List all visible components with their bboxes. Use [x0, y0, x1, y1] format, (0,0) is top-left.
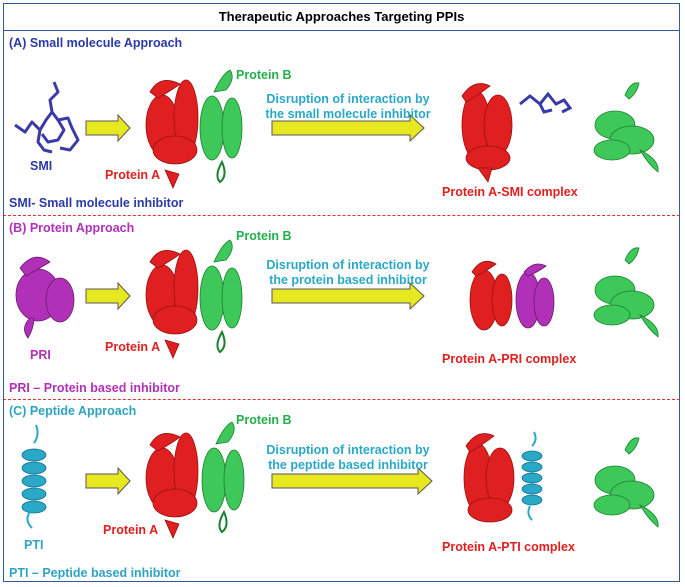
protein-b-structure-b [593, 247, 659, 338]
arrow-1 [85, 113, 131, 143]
panel-b-protein-a-label: Protein A [105, 340, 161, 354]
protein-a-pri-structure [469, 260, 555, 331]
panel-divider-ab [3, 215, 680, 216]
protein-a-b-complex [145, 69, 243, 189]
panel-a-complex-label: Protein A-SMI complex [442, 185, 578, 199]
panel-b-footer: PRI – Protein based inhibitor [9, 381, 180, 395]
panel-a-heading: (A) Small molecule Approach [9, 36, 183, 50]
panel-a-protein-b-label: Protein B [236, 68, 292, 82]
pti-structure [21, 424, 47, 529]
pri-structure [15, 256, 75, 339]
protein-b-structure [593, 82, 659, 173]
panel-a-description-line-1: Disruption of interaction by [266, 92, 430, 106]
panel-c-description-line-1: Disruption of interaction by [266, 443, 430, 457]
figure-frame [3, 3, 680, 582]
figure-title: Therapeutic Approaches Targeting PPIs [3, 3, 680, 31]
arrow-6 [271, 466, 433, 496]
arrow-3 [85, 281, 131, 311]
panel-c-protein-a-label: Protein A [103, 523, 159, 537]
panel-b-protein-b-label: Protein B [236, 229, 292, 243]
panel-b-graphics [15, 239, 659, 359]
arrow-5 [85, 466, 131, 496]
panel-c-heading: (C) Peptide Approach [9, 404, 137, 418]
panel-b-description-line-2: the protein based inhibitor [269, 273, 427, 287]
panel-c-footer: PTI – Peptide based inhibitor [9, 566, 181, 580]
panel-b-heading: (B) Protein Approach [9, 221, 135, 235]
panel-c-inhibitor-label: PTI [24, 538, 44, 552]
panel-a-footer: SMI- Small molecule inhibitor [9, 196, 184, 210]
small-molecule-structure [14, 81, 80, 154]
panel-c-protein-b-label: Protein B [236, 413, 292, 427]
panel-a-inhibitor-label: SMI [30, 159, 53, 173]
panel-a-graphics [14, 69, 659, 189]
panel-c-description: Disruption of interaction by the peptide… [258, 443, 438, 473]
protein-b-structure-c [593, 437, 659, 528]
panel-a-description: Disruption of interaction by the small m… [258, 92, 438, 122]
protein-a-b-complex-c [145, 421, 245, 539]
arrow-4 [271, 281, 425, 311]
panel-b-complex-label: Protein A-PRI complex [442, 352, 577, 366]
panel-b-description: Disruption of interaction by the protein… [258, 258, 438, 288]
protein-a-pti-structure [463, 431, 543, 523]
panel-divider-bc [3, 399, 680, 400]
panel-a-description-line-2: the small molecule inhibitor [265, 107, 431, 121]
arrow-2 [271, 113, 425, 143]
panel-b-inhibitor-label: PRI [30, 348, 51, 362]
panel-a-protein-a-label: Protein A [105, 168, 161, 182]
panel-c-complex-label: Protein A-PTI complex [442, 540, 575, 554]
protein-a-b-complex-b [145, 239, 243, 359]
panel-c-description-line-2: the peptide based inhibitor [268, 458, 428, 472]
protein-a-smi-structure [461, 83, 573, 183]
panel-b-description-line-1: Disruption of interaction by [266, 258, 430, 272]
